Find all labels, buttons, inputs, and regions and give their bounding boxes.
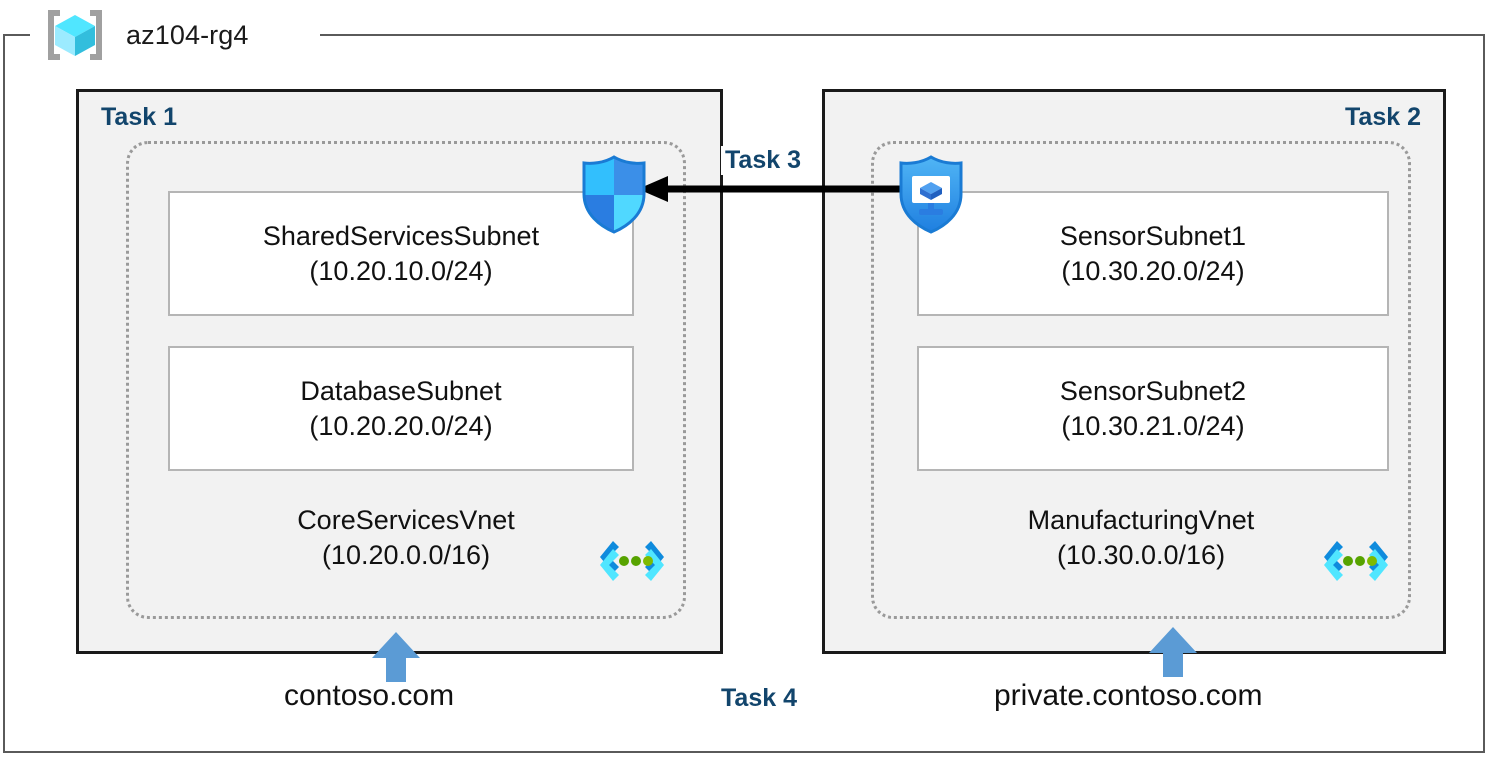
resource-group-cube-icon (38, 6, 112, 64)
subnet-cidr: (10.20.20.0/24) (309, 410, 493, 441)
vnet-caption-manufacturing: ManufacturingVnet (10.30.0.0/16) (871, 503, 1411, 572)
subnet-database: DatabaseSubnet (10.20.20.0/24) (168, 346, 634, 471)
subnet-cidr: (10.20.10.0/24) (309, 255, 493, 286)
resource-group-frame (3, 34, 1485, 753)
vnet-name: CoreServicesVnet (297, 505, 515, 535)
vnet-boundary-coreservices (126, 141, 686, 619)
subnet-sharedservices: SharedServicesSubnet (10.20.10.0/24) (168, 191, 634, 316)
virtual-network-icon (599, 538, 665, 584)
vnet-cidr: (10.20.0.0/16) (321, 539, 491, 570)
dns-link-up-arrow-icon (1147, 625, 1199, 677)
subnet-name: DatabaseSubnet (300, 375, 502, 406)
vnet-caption-coreservices: CoreServicesVnet (10.20.0.0/16) (126, 503, 686, 572)
dns-link-up-arrow-icon (370, 630, 422, 682)
shield-virtual-machine-icon (895, 154, 967, 234)
subnet-name: SharedServicesSubnet (262, 220, 540, 251)
task-panel-left: Task 1 SharedServicesSubnet (10.20.10.0/… (76, 89, 723, 654)
subnet-sensor1: SensorSubnet1 (10.30.20.0/24) (917, 191, 1389, 316)
subnet-sensor2: SensorSubnet2 (10.30.21.0/24) (917, 346, 1389, 471)
task3-label: Task 3 (721, 146, 805, 175)
task3-connector-arrow (636, 170, 910, 208)
dns-zone-name-private-contoso: private.contoso.com (994, 679, 1263, 712)
subnet-cidr: (10.30.21.0/24) (1061, 410, 1245, 441)
vnet-cidr: (10.30.0.0/16) (1056, 539, 1226, 570)
subnet-cidr: (10.30.20.0/24) (1061, 255, 1245, 286)
task4-label: Task 4 (721, 684, 797, 712)
vnet-name: ManufacturingVnet (1027, 505, 1255, 535)
subnet-name: SensorSubnet1 (1059, 220, 1247, 251)
subnet-name: SensorSubnet2 (1059, 375, 1247, 406)
dns-zone-name-contoso: contoso.com (284, 679, 455, 712)
vnet-boundary-manufacturing (871, 141, 1411, 619)
task1-label: Task 1 (101, 103, 177, 131)
resource-group-name: az104-rg4 (126, 19, 249, 50)
resource-group-header: az104-rg4 (38, 4, 248, 66)
virtual-network-icon (1323, 538, 1389, 584)
task2-label: Task 2 (1345, 103, 1421, 131)
shield-firewall-icon (578, 154, 650, 234)
